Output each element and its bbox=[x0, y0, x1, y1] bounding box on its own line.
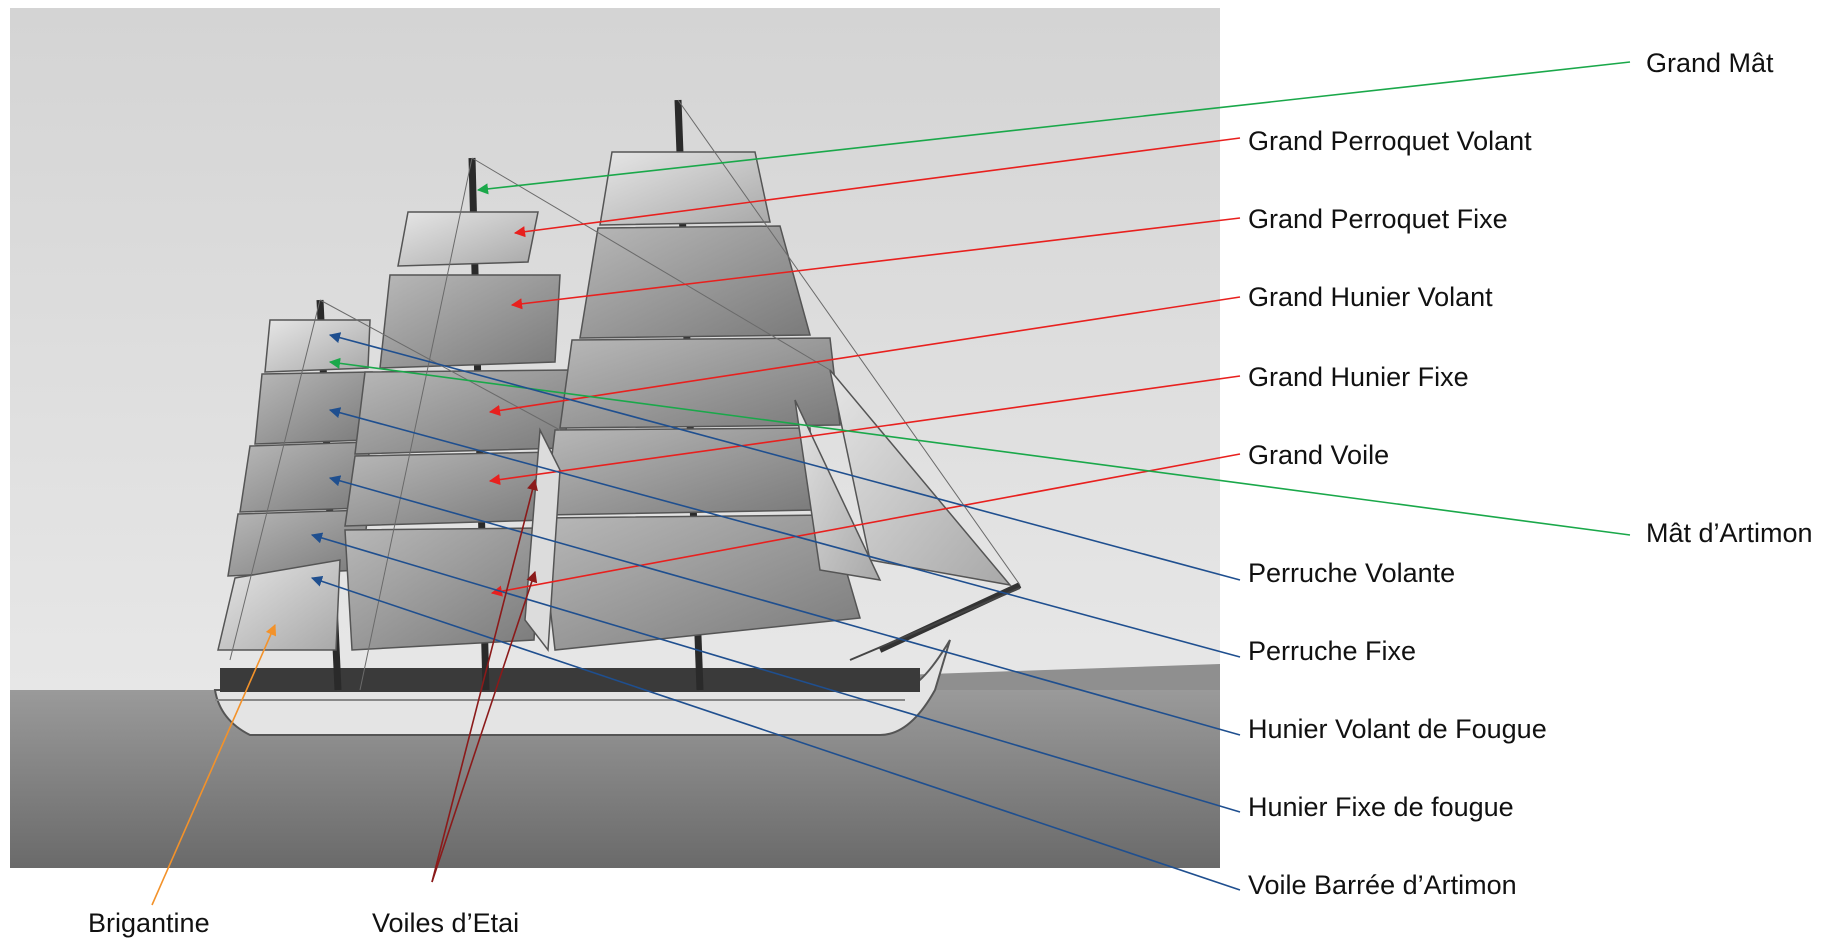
line-grand-voile bbox=[490, 453, 1241, 597]
line-hunier-fixe-fougue bbox=[310, 532, 1241, 813]
line-hunier-volant-fougue bbox=[328, 475, 1241, 736]
line-grand-perroquet-fixe bbox=[510, 217, 1241, 310]
label-hunier-volant-fougue: Hunier Volant de Fougue bbox=[1248, 714, 1547, 744]
label-perruche-fixe: Perruche Fixe bbox=[1248, 636, 1417, 666]
label-brigantine: Brigantine bbox=[88, 908, 210, 938]
line-voiles-etai-b bbox=[431, 570, 538, 883]
line-grand-hunier-fixe bbox=[488, 375, 1241, 486]
label-grand-hunier-volant: Grand Hunier Volant bbox=[1248, 282, 1493, 312]
mizzen-sails bbox=[217, 319, 373, 651]
label-voile-barree-artimon: Voile Barrée d’Artimon bbox=[1248, 870, 1517, 900]
line-grand-hunier-volant bbox=[488, 296, 1241, 417]
label-mat-artimon: Mât d’Artimon bbox=[1646, 518, 1813, 548]
ship-photograph bbox=[10, 8, 1220, 868]
annotation-lines bbox=[151, 61, 1631, 906]
line-perruche-volante bbox=[328, 332, 1241, 581]
fore-sails bbox=[524, 151, 1012, 653]
label-grand-hunier-fixe: Grand Hunier Fixe bbox=[1248, 362, 1469, 392]
line-voiles-etai-a bbox=[431, 478, 538, 883]
label-grand-perroquet-fixe: Grand Perroquet Fixe bbox=[1248, 204, 1508, 234]
label-grand-voile: Grand Voile bbox=[1248, 440, 1390, 470]
label-voiles-etai: Voiles d’Etai bbox=[372, 908, 520, 938]
line-grand-perroquet-volant bbox=[513, 137, 1241, 238]
line-perruche-fixe bbox=[328, 407, 1241, 658]
label-perruche-volante: Perruche Volante bbox=[1248, 558, 1456, 588]
line-voile-barree-artimon bbox=[310, 575, 1241, 891]
label-hunier-fixe-fougue: Hunier Fixe de fougue bbox=[1248, 792, 1514, 822]
line-grand-mat bbox=[476, 61, 1631, 195]
line-mat-artimon bbox=[328, 357, 1631, 536]
label-grand-perroquet-volant: Grand Perroquet Volant bbox=[1248, 126, 1532, 156]
label-grand-mat: Grand Mât bbox=[1646, 48, 1774, 78]
line-brigantine bbox=[151, 623, 277, 906]
